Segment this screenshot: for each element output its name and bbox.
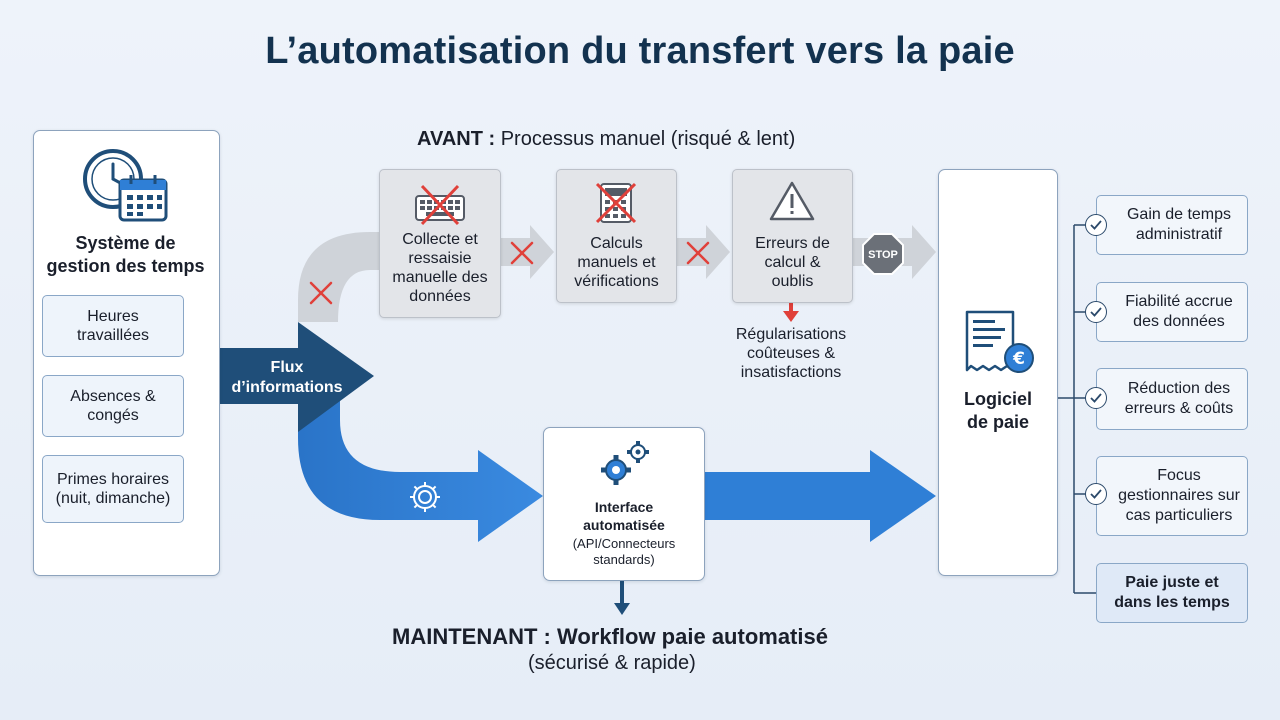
source-title-line: Système de (75, 233, 176, 253)
gear-icon (410, 482, 440, 512)
flux-label-line: Flux (270, 359, 304, 376)
error-cross-icon (309, 241, 710, 305)
now-header: MAINTENANT : Workflow paie automatisé (392, 624, 828, 649)
interface-sub-line: standards) (593, 552, 655, 567)
interface-title: Interface automatisée (544, 498, 704, 534)
benefit-error-reduction: Réduction des erreurs & coûts (1096, 368, 1248, 430)
benefit-line: Focus (1157, 467, 1201, 484)
benefit-line: des données (1133, 313, 1225, 330)
payslip-euro-icon: € (965, 310, 1034, 373)
manual-step-label: Collecte et ressaisie manuelle des donné… (380, 230, 500, 306)
manual-arrow-2 (676, 225, 730, 279)
consequence-line: insatisfactions (740, 364, 842, 381)
benefit-line: Fiabilité accrue (1125, 293, 1233, 310)
step-line: manuelle des (392, 269, 488, 286)
source-item-line: congés (87, 407, 139, 424)
benefit-accurate-payroll: Paie juste et dans les temps (1096, 563, 1248, 623)
benefit-line: dans les temps (1114, 594, 1230, 611)
check-icon (1085, 387, 1107, 409)
benefit-line: gestionnaires sur (1118, 487, 1240, 504)
source-item-line: Primes horaires (56, 471, 170, 488)
flux-label: Flux d’informations (222, 358, 352, 398)
step-line: vérifications (574, 273, 659, 290)
manual-step-label: Erreurs de calcul & oublis (733, 234, 852, 291)
step-line: calcul & (764, 254, 821, 271)
interface-down-arrow (614, 580, 630, 615)
source-item-hours: Heures travaillées (42, 295, 184, 357)
before-text: Processus manuel (risqué & lent) (500, 128, 796, 150)
payroll-label-line: de paie (966, 412, 1030, 432)
calculator-crossed-icon (595, 182, 637, 224)
down-arrow-icon (783, 298, 799, 322)
step-line: ressaisie (408, 250, 472, 267)
benefit-line: Paie juste et (1125, 574, 1219, 591)
consequence-line: Régularisations (735, 326, 847, 343)
page-title: L’automatisation du transfert vers la pa… (265, 30, 1015, 72)
benefit-connector (1058, 224, 1096, 594)
source-item-line: Heures (87, 308, 139, 325)
benefit-reliability: Fiabilité accrue des données (1096, 282, 1248, 342)
before-prefix: AVANT : (417, 128, 496, 150)
step-line: Erreurs de (755, 235, 830, 252)
gears-icon (601, 441, 649, 485)
manual-step-errors: Erreurs de calcul & oublis (732, 169, 853, 303)
source-item-line: Absences & (70, 388, 156, 405)
check-icon (1085, 214, 1107, 236)
flux-label-line: d’informations (231, 379, 343, 396)
benefit-line: Gain de temps (1126, 206, 1232, 223)
manual-step-entry: Collecte et ressaisie manuelle des donné… (379, 169, 501, 318)
interface-subtitle: (API/Connecteurs standards) (544, 536, 704, 568)
source-item-absences: Absences & congés (42, 375, 184, 437)
manual-step-label: Calculs manuels et vérifications (557, 234, 676, 291)
manual-path-curve (298, 232, 380, 322)
manual-arrow-1 (499, 225, 554, 279)
stop-label: STOP (868, 249, 898, 261)
step-line: manuels et (577, 254, 656, 271)
interface-sub-line: (API/Connecteurs (572, 536, 676, 551)
payroll-label: Logiciel de paie (939, 388, 1057, 434)
stop-sign-icon: STOP (862, 233, 904, 275)
check-icon (1085, 301, 1107, 323)
source-item-bonuses: Primes horaires (nuit, dimanche) (42, 455, 184, 523)
step-line: Collecte et (402, 231, 478, 248)
check-icon (1085, 483, 1107, 505)
step-line: oublis (771, 273, 814, 290)
benefit-line: cas particuliers (1125, 507, 1233, 524)
before-header: AVANT : Processus manuel (risqué & lent) (417, 128, 795, 151)
clock-calendar-icon (83, 149, 168, 222)
consequence-text: Régularisations coûteuses & insatisfacti… (712, 325, 870, 382)
consequence-line: coûteuses & (746, 345, 836, 362)
source-title: Système de gestion des temps (33, 232, 218, 278)
step-line: données (409, 288, 471, 305)
svg-text:€: € (1012, 349, 1025, 369)
step-line: Calculs (590, 235, 643, 252)
keyboard-crossed-icon (415, 184, 465, 226)
payroll-software-panel: € Logiciel de paie (938, 169, 1058, 576)
source-item-line: travaillées (76, 327, 150, 344)
automated-interface-panel: Interface automatisée (API/Connecteurs s… (543, 427, 705, 581)
benefit-focus: Focus gestionnaires sur cas particuliers (1096, 456, 1248, 536)
automated-arrow-to-payroll (703, 450, 936, 542)
benefit-time-saving: Gain de temps administratif (1096, 195, 1248, 255)
flux-arrow (218, 322, 374, 432)
benefit-line: erreurs & coûts (1124, 400, 1234, 417)
benefit-line: Réduction des (1127, 380, 1231, 397)
payroll-label-line: Logiciel (963, 389, 1032, 409)
automated-path-curve (298, 392, 543, 542)
benefit-line: administratif (1135, 226, 1223, 243)
warning-icon (769, 181, 815, 221)
interface-title-line: automatisée (583, 517, 665, 533)
source-item-line: (nuit, dimanche) (55, 490, 171, 507)
now-subtitle: (sécurisé & rapide) (528, 652, 696, 674)
interface-title-line: Interface (594, 499, 654, 515)
source-title-line: gestion des temps (46, 256, 205, 276)
manual-step-calculation: Calculs manuels et vérifications (556, 169, 677, 303)
